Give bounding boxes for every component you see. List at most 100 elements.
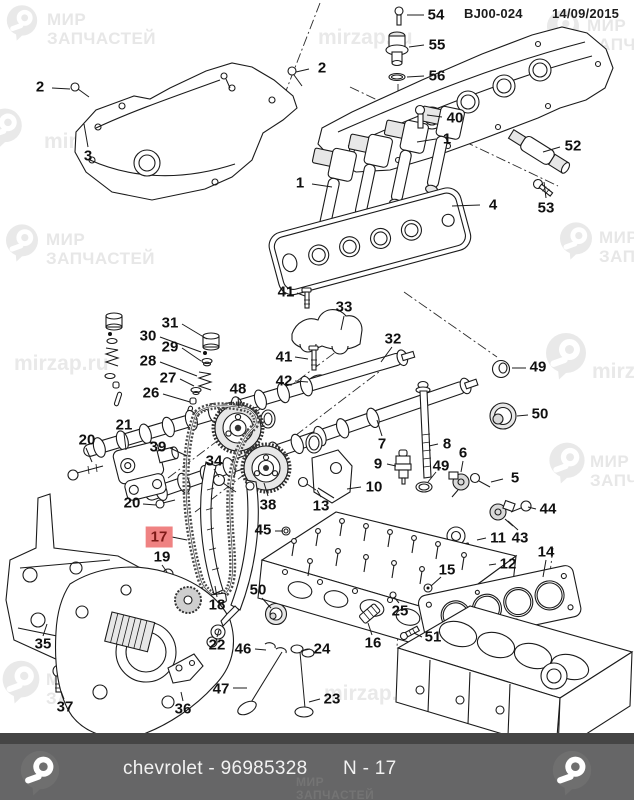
watermark-logo-icon: [0, 658, 44, 709]
callout-23[interactable]: 23: [323, 690, 341, 708]
callout-26[interactable]: 26: [142, 384, 160, 402]
callout-50[interactable]: 50: [249, 581, 267, 599]
callout-37[interactable]: 37: [56, 698, 74, 716]
exploded-engine-diagram: [5, 2, 634, 733]
callout-52[interactable]: 52: [564, 137, 582, 155]
callout-10[interactable]: 10: [365, 478, 383, 496]
callout-44[interactable]: 44: [539, 500, 557, 518]
callout-14[interactable]: 14: [537, 543, 555, 561]
callout-47[interactable]: 47: [212, 680, 230, 698]
timing-chain-drawing: [182, 402, 260, 600]
watermark-logo-icon: [16, 748, 64, 800]
valve-cover-drawing: [74, 62, 298, 201]
callout-41[interactable]: 41: [275, 348, 293, 366]
callout-46[interactable]: 46: [234, 640, 252, 658]
callout-20[interactable]: 20: [78, 431, 96, 449]
callout-43[interactable]: 43: [511, 529, 529, 547]
callout-31[interactable]: 31: [161, 314, 179, 332]
cam-sensor-and-bolts-drawing: [70, 6, 571, 197]
callout-55[interactable]: 55: [428, 36, 446, 54]
callout-35[interactable]: 35: [34, 635, 52, 653]
callout-24[interactable]: 24: [313, 640, 331, 658]
callout-17-highlighted[interactable]: 17: [145, 526, 173, 548]
callout-53[interactable]: 53: [537, 199, 555, 217]
callout-32[interactable]: 32: [384, 330, 402, 348]
footer-divider: [0, 733, 634, 744]
callout-49[interactable]: 49: [432, 457, 450, 475]
callout-20[interactable]: 20: [123, 494, 141, 512]
callout-3[interactable]: 3: [83, 147, 93, 165]
engine-block-drawing: [395, 605, 634, 733]
watermark-logo-icon: [0, 106, 26, 153]
watermark-site-text: mirzap.ru: [14, 352, 109, 375]
callout-2[interactable]: 2: [317, 59, 327, 77]
callout-51[interactable]: 51: [424, 628, 442, 646]
callout-41[interactable]: 41: [277, 283, 295, 301]
cam-gear-38-drawing: [240, 442, 292, 494]
watermark-logo-icon: [2, 222, 42, 267]
callout-25[interactable]: 25: [391, 602, 409, 620]
watermark-logo-icon: [545, 440, 589, 489]
callout-19[interactable]: 19: [153, 548, 171, 566]
watermark-logo-icon: [3, 3, 41, 46]
callout-4[interactable]: 4: [488, 196, 498, 214]
callout-18[interactable]: 18: [208, 596, 226, 614]
callout-15[interactable]: 15: [438, 561, 456, 579]
callout-6[interactable]: 6: [458, 444, 468, 462]
callout-29[interactable]: 29: [161, 338, 179, 356]
callout-5[interactable]: 5: [510, 469, 520, 487]
leader-lines: [42, 14, 561, 703]
callout-34[interactable]: 34: [205, 452, 223, 470]
callout-54[interactable]: 54: [427, 6, 445, 24]
footer-brand-part-number: chevrolet - 96985328: [123, 758, 308, 779]
footer-bar: [0, 744, 634, 800]
front-cover-oil-pump-drawing: [55, 566, 240, 733]
dowels-studs-drawing: [359, 583, 433, 641]
callout-16[interactable]: 16: [364, 634, 382, 652]
callout-13[interactable]: 13: [312, 497, 330, 515]
valves-drawing: [237, 642, 315, 718]
callout-22[interactable]: 22: [208, 636, 226, 654]
camshaft-seal-rings-drawing: [260, 409, 323, 454]
callout-36[interactable]: 36: [174, 700, 192, 718]
callout-33[interactable]: 33: [335, 298, 353, 316]
callout-50[interactable]: 50: [531, 405, 549, 423]
callout-56[interactable]: 56: [428, 67, 446, 85]
doc-code: BJ00-024: [464, 6, 523, 21]
callout-28[interactable]: 28: [139, 352, 157, 370]
callout-48[interactable]: 48: [229, 380, 247, 398]
chain-tensioner-drawing: [67, 441, 237, 585]
footer-page-ref: N - 17: [343, 758, 397, 779]
watermark-site-text: mirzap.ru: [324, 682, 419, 705]
callout-11[interactable]: 11: [490, 529, 506, 547]
watermark-logo-icon: [548, 748, 596, 800]
callout-12[interactable]: 12: [499, 555, 517, 573]
callout-40[interactable]: 40: [446, 109, 464, 127]
callout-2[interactable]: 2: [35, 78, 45, 96]
callout-9[interactable]: 9: [373, 455, 383, 473]
valve-cover-gasket-drawing: [268, 187, 472, 296]
callout-39[interactable]: 39: [149, 438, 167, 456]
callout-45[interactable]: 45: [254, 521, 272, 539]
callout-27[interactable]: 27: [159, 369, 177, 387]
watermark-site-text: mirzap.ru: [592, 360, 634, 383]
callout-8[interactable]: 8: [442, 435, 452, 453]
callout-38[interactable]: 38: [259, 496, 277, 514]
chain-guide-18-drawing: [230, 479, 259, 611]
callout-1[interactable]: 1: [442, 130, 452, 148]
seals-caps-drawing: [264, 359, 517, 626]
callout-42[interactable]: 42: [275, 372, 293, 390]
callout-7[interactable]: 7: [377, 435, 387, 453]
watermark-logo-icon: [541, 330, 591, 385]
doc-date: 14/09/2015: [552, 6, 620, 21]
callout-1[interactable]: 1: [295, 174, 305, 192]
callout-49[interactable]: 49: [529, 358, 547, 376]
callout-30[interactable]: 30: [139, 327, 157, 345]
callout-21[interactable]: 21: [115, 416, 133, 434]
